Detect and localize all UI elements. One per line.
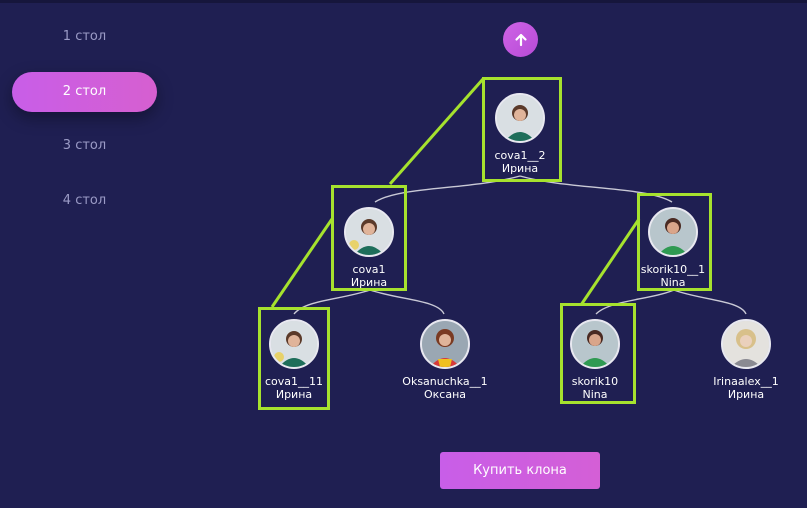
avatar xyxy=(420,319,470,369)
table-sidebar: 1 стол 2 стол 3 стол 4 стол xyxy=(0,0,170,508)
arrow-up-icon xyxy=(514,33,527,46)
node-name: Nina xyxy=(660,276,686,289)
node-login: Irinaalex__1 xyxy=(713,375,779,388)
avatar xyxy=(344,207,394,257)
branch-right-right xyxy=(673,289,747,315)
tree-node-left-left[interactable]: cova1__11 Ирина xyxy=(249,319,339,401)
highlight-link-3 xyxy=(579,218,641,306)
tab-table-4[interactable]: 4 стол xyxy=(62,193,107,208)
tab-table-2[interactable]: 2 стол xyxy=(12,72,157,112)
node-name: Ирина xyxy=(727,388,765,401)
tab-table-1[interactable]: 1 стол xyxy=(62,29,107,44)
highlight-link-2 xyxy=(270,218,334,308)
node-login: Oksanuchka__1 xyxy=(402,375,488,388)
node-login: cova1 xyxy=(352,263,386,276)
up-button[interactable] xyxy=(503,22,538,57)
tree-node-left[interactable]: cova1 Ирина xyxy=(324,207,414,289)
person-avatar-icon xyxy=(650,209,696,255)
node-name: Оксана xyxy=(423,388,467,401)
tree-node-root[interactable]: cova1__2 Ирина xyxy=(475,93,565,175)
top-border xyxy=(0,0,807,3)
node-name: Ирина xyxy=(275,388,313,401)
person-avatar-icon xyxy=(497,95,543,141)
node-login: skorik10 xyxy=(571,375,619,388)
person-avatar-icon xyxy=(346,209,392,255)
branch-root-right xyxy=(519,175,673,203)
branch-right-left xyxy=(595,289,675,315)
avatar xyxy=(570,319,620,369)
tab-table-3[interactable]: 3 стол xyxy=(62,138,107,153)
avatar xyxy=(721,319,771,369)
person-avatar-icon xyxy=(723,321,769,367)
node-name: Ирина xyxy=(350,276,388,289)
branch-left-left xyxy=(293,289,371,315)
node-name: Nina xyxy=(582,388,608,401)
person-avatar-icon xyxy=(572,321,618,367)
person-avatar-icon xyxy=(271,321,317,367)
tree-node-right-right[interactable]: Irinaalex__1 Ирина xyxy=(701,319,791,401)
node-login: skorik10__1 xyxy=(640,263,706,276)
tree-node-right[interactable]: skorik10__1 Nina xyxy=(628,207,718,289)
node-login: cova1__11 xyxy=(264,375,324,388)
highlight-link-1 xyxy=(388,78,485,185)
tree-node-left-right[interactable]: Oksanuchka__1 Оксана xyxy=(400,319,490,401)
avatar xyxy=(269,319,319,369)
avatar xyxy=(648,207,698,257)
avatar xyxy=(495,93,545,143)
buy-clone-button[interactable]: Купить клона xyxy=(440,452,600,489)
person-avatar-icon xyxy=(422,321,468,367)
node-login: cova1__2 xyxy=(494,149,546,162)
tree-node-right-left[interactable]: skorik10 Nina xyxy=(550,319,640,401)
branch-root-left xyxy=(374,175,521,203)
node-name: Ирина xyxy=(501,162,539,175)
branch-left-right xyxy=(369,289,445,315)
